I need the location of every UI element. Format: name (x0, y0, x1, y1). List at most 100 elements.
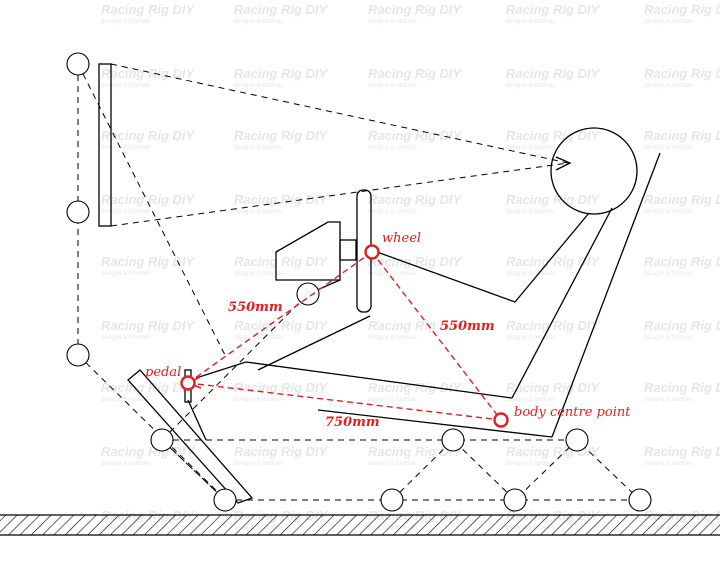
watermark-subtitle: designs & tutorials (368, 83, 417, 89)
watermark-subtitle: designs & tutorials (506, 145, 555, 151)
base-frame (161, 293, 641, 501)
watermark-subtitle: designs & tutorials (234, 335, 283, 341)
dimension-pedal-wheel: 550mm (228, 300, 283, 315)
watermark-subtitle: designs & tutorials (506, 209, 555, 215)
watermark-subtitle: designs & tutorials (644, 271, 693, 277)
frame-joints (66, 52, 652, 512)
body-outline (195, 207, 613, 438)
watermark-title: Racing Rig DIY (506, 380, 601, 395)
watermark-title: Racing Rig DIY (644, 192, 720, 207)
body-centre-label: body centre point (514, 405, 631, 420)
watermark-title: Racing Rig DIY (368, 318, 463, 333)
watermark-subtitle: designs & tutorials (644, 83, 693, 89)
watermark-title: Racing Rig DIY (368, 2, 463, 17)
watermark-title: Racing Rig DIY (506, 318, 601, 333)
watermark-title: Racing Rig DIY (506, 128, 601, 143)
watermark-subtitle: designs & tutorials (644, 145, 693, 151)
head (550, 127, 638, 215)
joint-node (565, 428, 589, 452)
watermark-title: Racing Rig DIY (101, 254, 196, 269)
watermark-title: Racing Rig DIY (368, 254, 463, 269)
watermark-title: Racing Rig DIY (234, 128, 329, 143)
watermark-title: Racing Rig DIY (101, 66, 196, 81)
joint-node (66, 343, 90, 367)
joint-node (380, 488, 404, 512)
watermark-subtitle: designs & tutorials (101, 461, 150, 467)
dimension-pedal-body: 750mm (325, 415, 380, 430)
watermark-title: Racing Rig DIY (101, 192, 196, 207)
dimension-wheel-body: 550mm (440, 319, 495, 334)
watermark-title: Racing Rig DIY (644, 444, 720, 459)
watermark-subtitle: designs & tutorials (506, 335, 555, 341)
pedal-body-line (187, 382, 502, 421)
watermark-title: Racing Rig DIY (644, 380, 720, 395)
wheel-label: wheel (382, 231, 421, 246)
monitor (98, 63, 112, 227)
watermark-subtitle: designs & tutorials (644, 397, 693, 403)
watermark-title: Racing Rig DIY (368, 444, 463, 459)
joint-node (150, 428, 174, 452)
watermark-subtitle: designs & tutorials (506, 83, 555, 89)
watermark-title: Racing Rig DIY (234, 380, 329, 395)
pedal-label: pedal (145, 365, 181, 380)
watermark-title: Racing Rig DIY (101, 380, 196, 395)
seat-back (551, 152, 661, 438)
watermark-subtitle: designs & tutorials (234, 145, 283, 151)
body-centre-point (493, 412, 509, 428)
joint-node (66, 52, 90, 76)
watermark-title: Racing Rig DIY (368, 66, 463, 81)
watermark-subtitle: designs & tutorials (368, 335, 417, 341)
watermark-subtitle: designs & tutorials (506, 397, 555, 403)
watermark-subtitle: designs & tutorials (368, 397, 417, 403)
watermark-title: Racing Rig DIY (506, 254, 601, 269)
watermark-title: Racing Rig DIY (234, 192, 329, 207)
watermark-subtitle: designs & tutorials (101, 145, 150, 151)
watermark-title: Racing Rig DIY (101, 318, 196, 333)
watermark-title: Racing Rig DIY (234, 318, 329, 333)
watermark-title: Racing Rig DIY (234, 254, 329, 269)
watermark-subtitle: designs & tutorials (234, 271, 283, 277)
watermark-title: Racing Rig DIY (101, 444, 196, 459)
watermark-title: Racing Rig DIY (644, 2, 720, 17)
watermark-title: Racing Rig DIY (506, 66, 601, 81)
sight-lines (110, 63, 572, 227)
watermark-title: Racing Rig DIY (368, 128, 463, 143)
joint-node (628, 488, 652, 512)
watermark-title: Racing Rig DIY (644, 128, 720, 143)
watermark-subtitle: designs & tutorials (234, 209, 283, 215)
watermark-subtitle: designs & tutorials (644, 19, 693, 25)
pedal-wheel-line (187, 251, 373, 384)
watermark-subtitle: designs & tutorials (101, 397, 150, 403)
watermark-title: Racing Rig DIY (368, 192, 463, 207)
watermark-title: Racing Rig DIY (101, 2, 196, 17)
watermark-subtitle: designs & tutorials (234, 19, 283, 25)
watermark-subtitle: designs & tutorials (506, 271, 555, 277)
watermark-title: Racing Rig DIY (644, 318, 720, 333)
watermark-subtitle: designs & tutorials (101, 209, 150, 215)
watermark-subtitle: designs & tutorials (101, 335, 150, 341)
joint-node (441, 428, 465, 452)
watermark-title: Racing Rig DIY (101, 128, 196, 143)
watermark-subtitle: designs & tutorials (101, 83, 150, 89)
watermark-subtitle: designs & tutorials (101, 19, 150, 25)
watermark-subtitle: designs & tutorials (368, 209, 417, 215)
watermark-title: Racing Rig DIY (644, 66, 720, 81)
watermark-subtitle: designs & tutorials (234, 461, 283, 467)
watermark-subtitle: designs & tutorials (506, 19, 555, 25)
wheel-point (364, 244, 380, 260)
watermark-subtitle: designs & tutorials (644, 335, 693, 341)
watermark-subtitle: designs & tutorials (368, 19, 417, 25)
watermark-title: Racing Rig DIY (506, 2, 601, 17)
watermark-title: Racing Rig DIY (234, 444, 329, 459)
joint-node (296, 282, 320, 306)
wheel-mount (275, 189, 372, 313)
watermark-title: Racing Rig DIY (234, 66, 329, 81)
watermark-subtitle: designs & tutorials (368, 461, 417, 467)
joint-node (213, 488, 237, 512)
floor (0, 514, 720, 536)
watermark-subtitle: designs & tutorials (234, 397, 283, 403)
watermark-title: Racing Rig DIY (368, 380, 463, 395)
watermark-title: Racing Rig DIY (644, 254, 720, 269)
